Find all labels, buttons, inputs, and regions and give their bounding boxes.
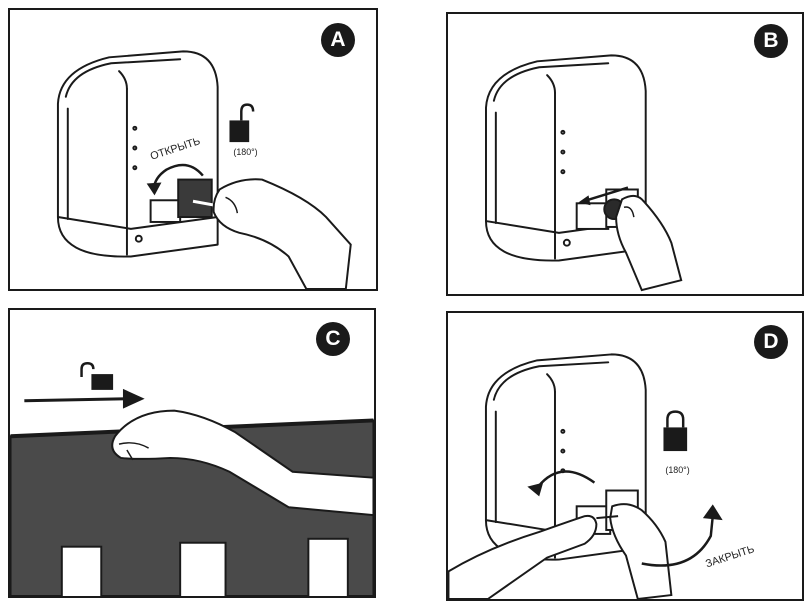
release-door [151,200,181,222]
arrow-icon [527,483,543,497]
panel-c-badge: C [316,322,350,356]
motor-unit [58,51,218,256]
gate-opening-3 [308,539,347,596]
close-label: ЗАКРЫТЬ [704,543,756,570]
panel-b-badge: B [754,24,788,58]
padlock-open-icon [82,363,114,390]
panel-a-badge: A [321,23,355,57]
panel-d-illustration: ЗАКРЫТЬ (180°) [448,313,802,599]
hand [616,196,681,290]
padlock-open-icon [229,105,253,142]
gate-opening-1 [62,547,101,596]
release-door [577,203,609,229]
gate-opening-2 [180,543,225,596]
panel-b: B [446,12,804,296]
panel-d-badge: D [754,325,788,359]
panel-a-illustration: ОТКРЫТЬ (180°) [10,10,376,289]
panel-b-illustration [448,14,802,294]
angle-label: (180°) [665,465,689,475]
arrow-icon [123,389,145,409]
padlock-closed-icon [663,412,687,451]
panel-c-illustration [10,310,374,596]
panel-c: C [8,308,376,598]
panel-d: ЗАКРЫТЬ (180°) D [446,311,804,601]
key-box [178,180,212,217]
panel-a: ОТКРЫТЬ (180°) A [8,8,378,291]
arrow-icon [147,183,162,196]
push-arrow [24,399,127,401]
open-label: ОТКРЫТЬ [149,135,202,162]
hand [214,179,351,289]
angle-label: (180°) [233,147,257,157]
arrow-icon [703,504,723,520]
rotate-arrow-top [535,472,594,491]
